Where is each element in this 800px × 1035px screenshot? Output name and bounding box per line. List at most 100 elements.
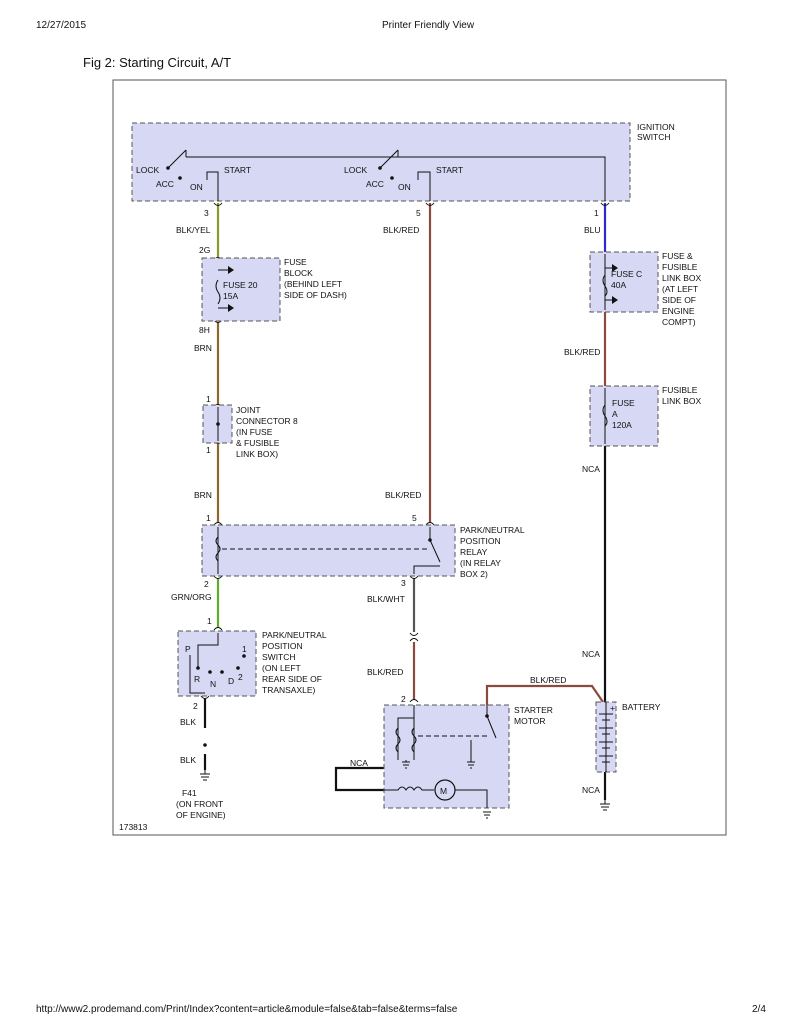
fuse-20-label: FUSE 20	[223, 280, 258, 290]
battery-label: BATTERY	[622, 702, 661, 712]
pin-sw1: 1	[594, 208, 599, 218]
pin-pns1: 1	[207, 616, 212, 626]
ground-f41-label-line-3: OF ENGINE)	[176, 810, 226, 820]
relay-label-line-2: POSITION	[460, 536, 501, 546]
fuse-block-label-line-4: SIDE OF DASH)	[284, 290, 347, 300]
joint-connector-label-line-4: & FUSIBLE	[236, 438, 280, 448]
pn-position-r: R	[194, 674, 200, 684]
pn-switch-label-line-2: POSITION	[262, 641, 303, 651]
fuse-block-label-line-1: FUSE	[284, 257, 307, 267]
pin-starter2: 2	[401, 694, 406, 704]
relay-label-line-4: (IN RELAY	[460, 558, 501, 568]
label-blu: BLU	[584, 225, 601, 235]
fuse-block-label-line-3: (BEHIND LEFT	[284, 279, 342, 289]
pin-jc-out: 1	[206, 445, 211, 455]
switch-lock-label-2: LOCK	[344, 165, 367, 175]
page-number: 2/4	[752, 1004, 766, 1015]
figure-title: Fig 2: Starting Circuit, A/T	[83, 55, 232, 70]
connector-marks	[200, 202, 610, 703]
relay-label-line-1: PARK/NEUTRAL	[460, 525, 525, 535]
switch-on-label-1: ON	[190, 182, 203, 192]
switch-start-label-1: START	[224, 165, 251, 175]
label-blk-red-3: BLK/RED	[385, 490, 421, 500]
pin-relay3: 3	[401, 578, 406, 588]
fuse-link-box-label-line-4: (AT LEFT	[662, 284, 698, 294]
header-date: 12/27/2015	[36, 20, 87, 31]
fuse-link-box-label-line-1: FUSE &	[662, 251, 693, 261]
ground-f41-label-line-2: (ON FRONT	[176, 799, 223, 809]
label-brn-1: BRN	[194, 343, 212, 353]
pin-relay2: 2	[204, 579, 209, 589]
label-blk-1: BLK	[180, 717, 196, 727]
splice-dot-blk	[203, 743, 207, 747]
fuse-c-label: FUSE C	[611, 269, 642, 279]
pin-fb-in: 2G	[199, 245, 210, 255]
wire-nca-starter-loop	[334, 766, 384, 792]
battery: + BATTERY	[595, 701, 661, 773]
label-blk-wht: BLK/WHT	[367, 594, 405, 604]
park-neutral-relay: PARK/NEUTRAL POSITION RELAY (IN RELAY BO…	[201, 524, 525, 579]
switch-start-label-2: START	[436, 165, 463, 175]
joint-connector-label-line-5: LINK BOX)	[236, 449, 278, 459]
pn-position-2: 2	[238, 672, 243, 682]
diagram-frame	[112, 79, 727, 836]
pn-switch-label-line-6: TRANSAXLE)	[262, 685, 316, 695]
pin-sw5: 5	[416, 208, 421, 218]
fuse-link-box-label-line-7: COMPT)	[662, 317, 696, 327]
fusible-link-box-label-line-1: FUSIBLE	[662, 385, 698, 395]
ground-symbols	[200, 770, 610, 811]
pn-position-p: P	[185, 644, 191, 654]
ignition-switch-label-line-2: SWITCH	[637, 132, 671, 142]
relay-label-line-5: BOX 2)	[460, 569, 488, 579]
label-nca-4: NCA	[582, 785, 600, 795]
park-neutral-switch: P 1 R N D 2 PARK/NEUTRAL POSITION SWITCH…	[177, 630, 327, 697]
pn-position-d: D	[228, 676, 234, 686]
label-blk-2: BLK	[180, 755, 196, 765]
pin-relay1: 1	[206, 513, 211, 523]
battery-positive-mark: +	[610, 703, 615, 713]
pin-fb-out: 8H	[199, 325, 210, 335]
ignition-switch: LOCK ACC ON START LOCK ACC ON START IGNI…	[131, 122, 675, 202]
joint-connector-8: JOINT CONNECTOR 8 (IN FUSE & FUSIBLE LIN…	[202, 404, 298, 459]
pin-pns2: 2	[193, 701, 198, 711]
label-blk-red-1: BLK/RED	[383, 225, 419, 235]
label-blk-red-5: BLK/RED	[530, 675, 566, 685]
label-blk-yel: BLK/YEL	[176, 225, 211, 235]
fuse-a-label-line-2: A	[612, 409, 618, 419]
wire-blk-red-battery-starter	[485, 684, 604, 705]
fusible-link-box-label-line-2: LINK BOX	[662, 396, 702, 406]
label-grn-org: GRN/ORG	[171, 592, 212, 602]
starter-motor: M STARTER MOTOR	[383, 704, 553, 819]
fuse-a-label-line-1: FUSE	[612, 398, 635, 408]
fuse-20-rating: 15A	[223, 291, 238, 301]
pn-switch-label-line-5: REAR SIDE OF	[262, 674, 322, 684]
label-blk-red-2: BLK/RED	[564, 347, 600, 357]
pn-position-n: N	[210, 679, 216, 689]
figure-id: 173813	[119, 822, 148, 832]
ground-f41-label-line-1: F41	[182, 788, 197, 798]
fuse-c-rating: 40A	[611, 280, 626, 290]
switch-acc-label-2: ACC	[366, 179, 384, 189]
fuse-link-box-label-line-5: SIDE OF	[662, 295, 696, 305]
switch-acc-label-1: ACC	[156, 179, 174, 189]
fuse-a-box: FUSE A 120A FUSIBLE LINK BOX	[589, 385, 702, 447]
joint-connector-label-line-3: (IN FUSE	[236, 427, 273, 437]
pin-sw3: 3	[204, 208, 209, 218]
label-nca-2: NCA	[582, 649, 600, 659]
relay-label-line-3: RELAY	[460, 547, 488, 557]
fuse-block-label-line-2: BLOCK	[284, 268, 313, 278]
header-title: Printer Friendly View	[382, 20, 475, 31]
joint-connector-label-line-2: CONNECTOR 8	[236, 416, 298, 426]
fuse-link-box-label-line-3: LINK BOX	[662, 273, 702, 283]
starter-label-line-2: MOTOR	[514, 716, 545, 726]
ignition-switch-label-line-1: IGNITION	[637, 122, 675, 132]
label-brn-2: BRN	[194, 490, 212, 500]
pin-jc-in: 1	[206, 394, 211, 404]
label-blk-red-4: BLK/RED	[367, 667, 403, 677]
fuse-a-rating: 120A	[612, 420, 632, 430]
label-nca-3: NCA	[350, 758, 368, 768]
footer-url[interactable]: http://www2.prodemand.com/Print/Index?co…	[36, 1004, 458, 1015]
pn-switch-label-line-4: (ON LEFT	[262, 663, 301, 673]
fuse-c-box: FUSE C 40A FUSE & FUSIBLE LINK BOX (AT L…	[589, 251, 702, 327]
